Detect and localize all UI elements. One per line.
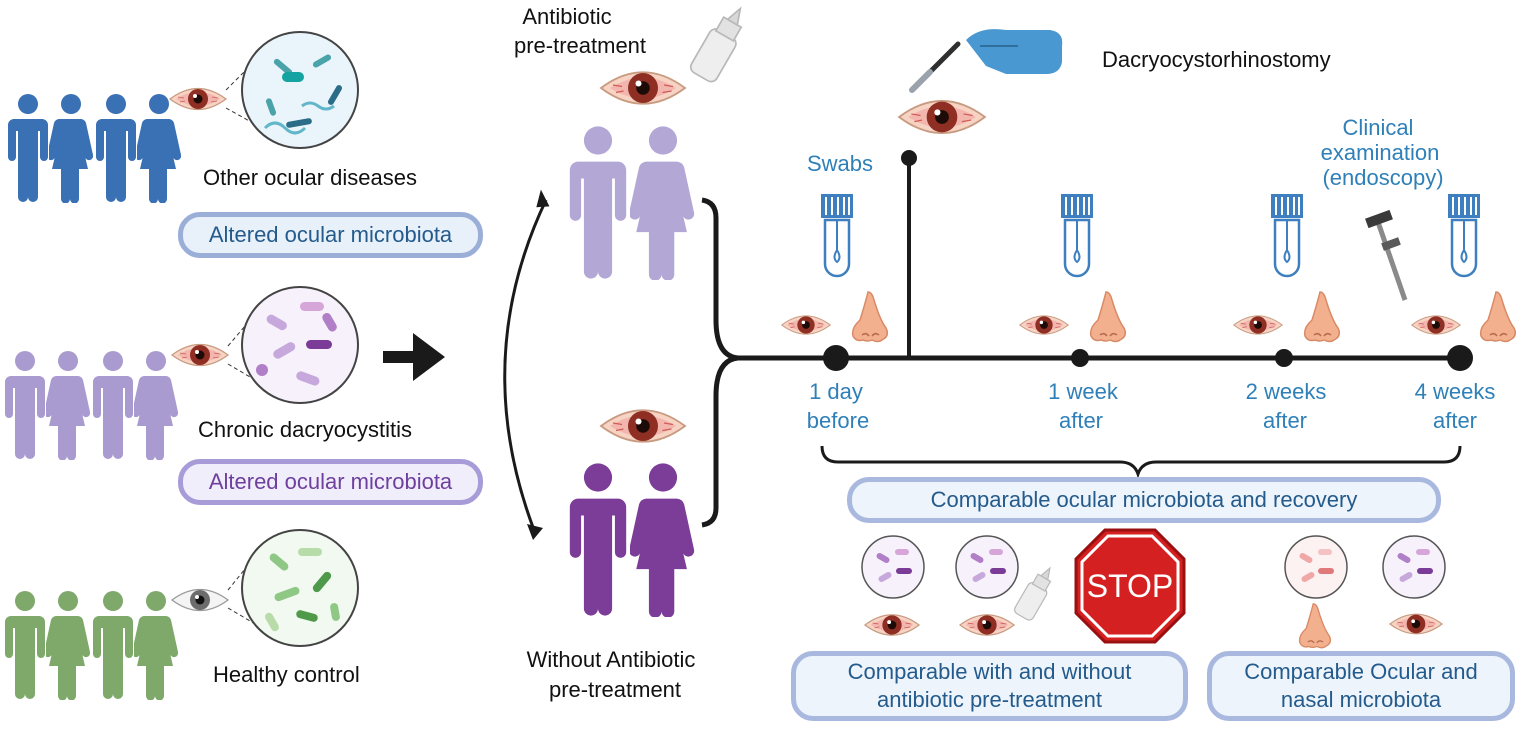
nose-icon (1303, 291, 1341, 343)
result-text: antibiotic pre-treatment (877, 687, 1102, 712)
timepoint-label: before (806, 408, 870, 433)
nose-icon (851, 291, 889, 343)
group-other-ocular-diseases (8, 31, 359, 203)
label-clinical-3: (endoscopy) (1322, 165, 1444, 190)
eye-icon (600, 409, 686, 443)
result-text: Comparable with and without (847, 659, 1132, 684)
endoscope-icon (1365, 209, 1408, 301)
timepoint-brace (820, 445, 1462, 479)
person-icon (5, 591, 178, 700)
eye-icon (1233, 315, 1283, 335)
timepoint-label: 2 weeks (1245, 379, 1327, 404)
person-icon (5, 351, 178, 460)
eye-icon (864, 614, 920, 636)
treatment-without-antibiotic (569, 409, 695, 617)
swab-tube-icon (1059, 194, 1095, 278)
nose-icon (1298, 603, 1332, 649)
timepoint-marker (823, 345, 849, 371)
eye-icon (1389, 613, 1443, 635)
timeline (730, 150, 1473, 371)
result-antibiotic-box: Comparable with and without antibiotic p… (791, 651, 1188, 721)
label-swabs: Swabs (807, 151, 874, 176)
group-label-healthy: Healthy control (213, 662, 360, 687)
badge-text: Altered ocular microbiota (208, 469, 453, 494)
label-antibiotic-line2: pre-treatment (513, 33, 647, 58)
label-clinical-1: Clinical (1342, 115, 1414, 140)
scalpel-hand-icon (909, 29, 1063, 93)
result-recovery-box: Comparable ocular microbiota and recover… (847, 477, 1441, 523)
eye-icon (169, 87, 227, 111)
label-without-line2: pre-treatment (548, 677, 682, 702)
eye-icon (1411, 315, 1461, 335)
eye-drop-bottle-icon (687, 0, 754, 85)
label-dacryocystorhinostomy: Dacryocystorhinostomy (1102, 47, 1331, 72)
label-clinical-2: examination (1320, 140, 1440, 165)
microbe-circle-icon (1382, 535, 1446, 599)
timepoint-label: 1 day (809, 379, 863, 404)
timepoint-marker (1071, 349, 1089, 367)
eye-icon (171, 343, 229, 367)
eye-drop-bottle-icon (1012, 562, 1060, 623)
timepoint-label: after (1262, 408, 1308, 433)
microbe-circle-icon (227, 286, 359, 404)
result-text: Comparable Ocular and (1244, 659, 1478, 684)
stop-sign-icon: STOP (1074, 528, 1186, 644)
person-icon (569, 126, 695, 280)
eye-icon (171, 588, 229, 612)
eye-icon (1019, 315, 1069, 335)
microbe-circle-icon (955, 535, 1019, 599)
result-nasal-box: Comparable Ocular and nasal microbiota (1207, 651, 1515, 721)
microbe-circle-icon (861, 535, 925, 599)
timepoint-marker (1447, 345, 1473, 371)
double-arrow (503, 189, 550, 540)
group-chronic-dacryocystitis (5, 286, 359, 460)
swab-tube-icon (1446, 194, 1482, 278)
person-icon (569, 463, 695, 617)
person-icon (8, 94, 181, 203)
stop-sign-text: STOP (1087, 568, 1174, 604)
swab-tube-icon (1269, 194, 1305, 278)
result-text: Comparable ocular microbiota and recover… (930, 487, 1358, 512)
group-healthy-control (5, 529, 359, 700)
timepoint-label: 4 weeks (1414, 379, 1496, 404)
swab-tube-icon (819, 194, 855, 278)
group-label-other: Other ocular diseases (203, 165, 417, 190)
group-connector (701, 197, 739, 528)
timepoint-label: 1 week (1048, 379, 1118, 404)
badge-altered-chronic: Altered ocular microbiota (178, 459, 483, 505)
group-label-chronic: Chronic dacryocystitis (198, 417, 412, 442)
microbe-circle-icon (1284, 535, 1348, 599)
timepoint-label: after (1432, 408, 1478, 433)
timepoint-label: after (1058, 408, 1104, 433)
timepoint-marker (1275, 349, 1293, 367)
label-antibiotic-line1: Antibiotic (522, 4, 612, 29)
microbe-circle-icon (225, 31, 359, 149)
nose-icon (1089, 291, 1127, 343)
nose-icon (1479, 291, 1517, 343)
badge-altered-other: Altered ocular microbiota (178, 212, 483, 258)
microbe-circle-icon (227, 529, 359, 647)
label-without-line1: Without Antibiotic (526, 647, 696, 672)
arrow-icon (383, 333, 445, 381)
eye-icon (959, 614, 1015, 636)
eye-icon (600, 71, 686, 105)
eye-icon (898, 99, 986, 135)
badge-text: Altered ocular microbiota (208, 222, 453, 247)
eye-icon (781, 315, 831, 335)
result-text: nasal microbiota (1280, 687, 1442, 712)
